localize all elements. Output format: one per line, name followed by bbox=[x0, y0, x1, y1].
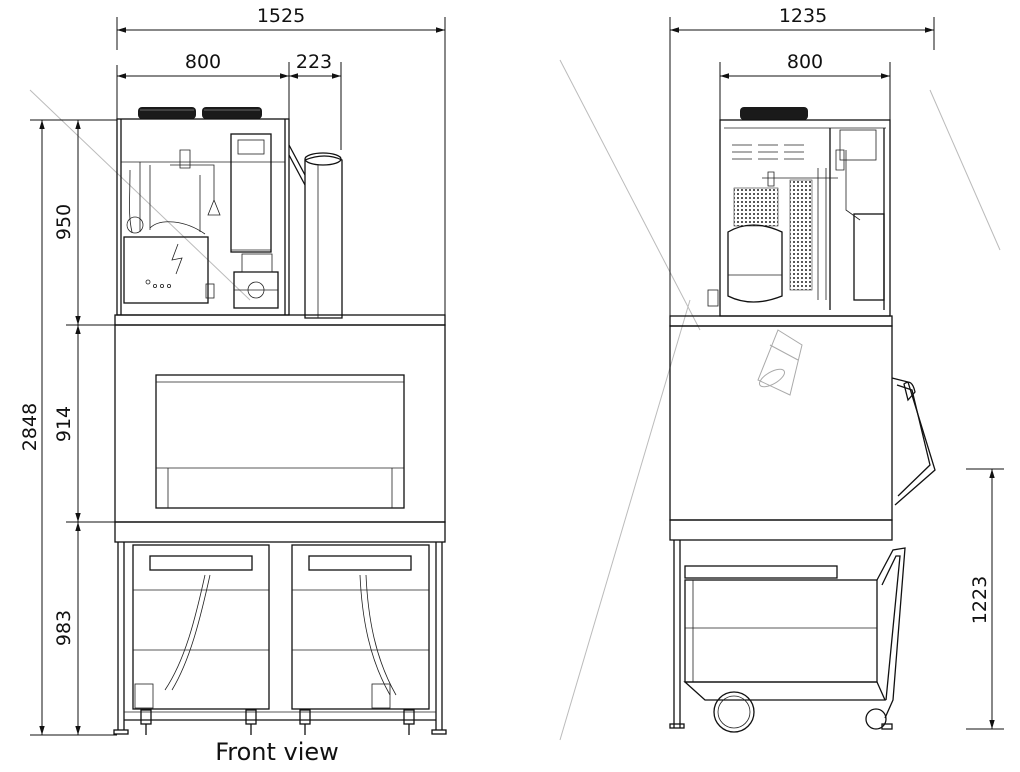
side-machine-unit bbox=[707, 119, 891, 317]
side-cart bbox=[683, 547, 906, 733]
cart-small-wheel bbox=[865, 708, 887, 730]
side-storage-bin bbox=[669, 325, 893, 541]
side-vent-slots bbox=[732, 144, 804, 160]
dimension-lines bbox=[30, 17, 1004, 736]
dim-front-chute-width: 223 bbox=[296, 51, 332, 73]
front-bin-top-plate bbox=[114, 314, 446, 326]
side-stand bbox=[669, 540, 685, 729]
dim-total-height: 2848 bbox=[19, 403, 41, 451]
dim-side-body-width: 800 bbox=[787, 51, 823, 73]
front-ice-chute bbox=[288, 144, 343, 319]
dim-machine-height: 950 bbox=[53, 204, 75, 240]
side-bin-top-plate bbox=[669, 315, 893, 327]
dim-bin-height: 914 bbox=[53, 406, 75, 442]
front-view-label: Front view bbox=[215, 738, 339, 766]
condenser-grill-right bbox=[789, 179, 813, 291]
dim-front-body-width: 800 bbox=[185, 51, 221, 73]
front-cart-stand bbox=[113, 521, 447, 735]
dim-side-total-width: 1235 bbox=[779, 5, 827, 27]
dimension-labels: 1525 800 223 1235 800 2848 950 914 983 1… bbox=[19, 5, 991, 646]
side-fan bbox=[740, 107, 808, 120]
dim-cart-overall-height: 1223 bbox=[969, 576, 991, 624]
dim-front-total-width: 1525 bbox=[257, 5, 305, 27]
condenser-grill-left bbox=[733, 187, 779, 227]
cart-large-wheel bbox=[713, 691, 755, 733]
front-storage-bin bbox=[114, 324, 446, 523]
front-machine-unit bbox=[116, 118, 290, 316]
side-scoop-door bbox=[891, 377, 936, 506]
dim-cart-height: 983 bbox=[53, 610, 75, 646]
front-view bbox=[113, 107, 447, 735]
front-fans bbox=[138, 107, 262, 119]
side-chute-ghost bbox=[757, 329, 803, 396]
side-view bbox=[669, 107, 936, 733]
